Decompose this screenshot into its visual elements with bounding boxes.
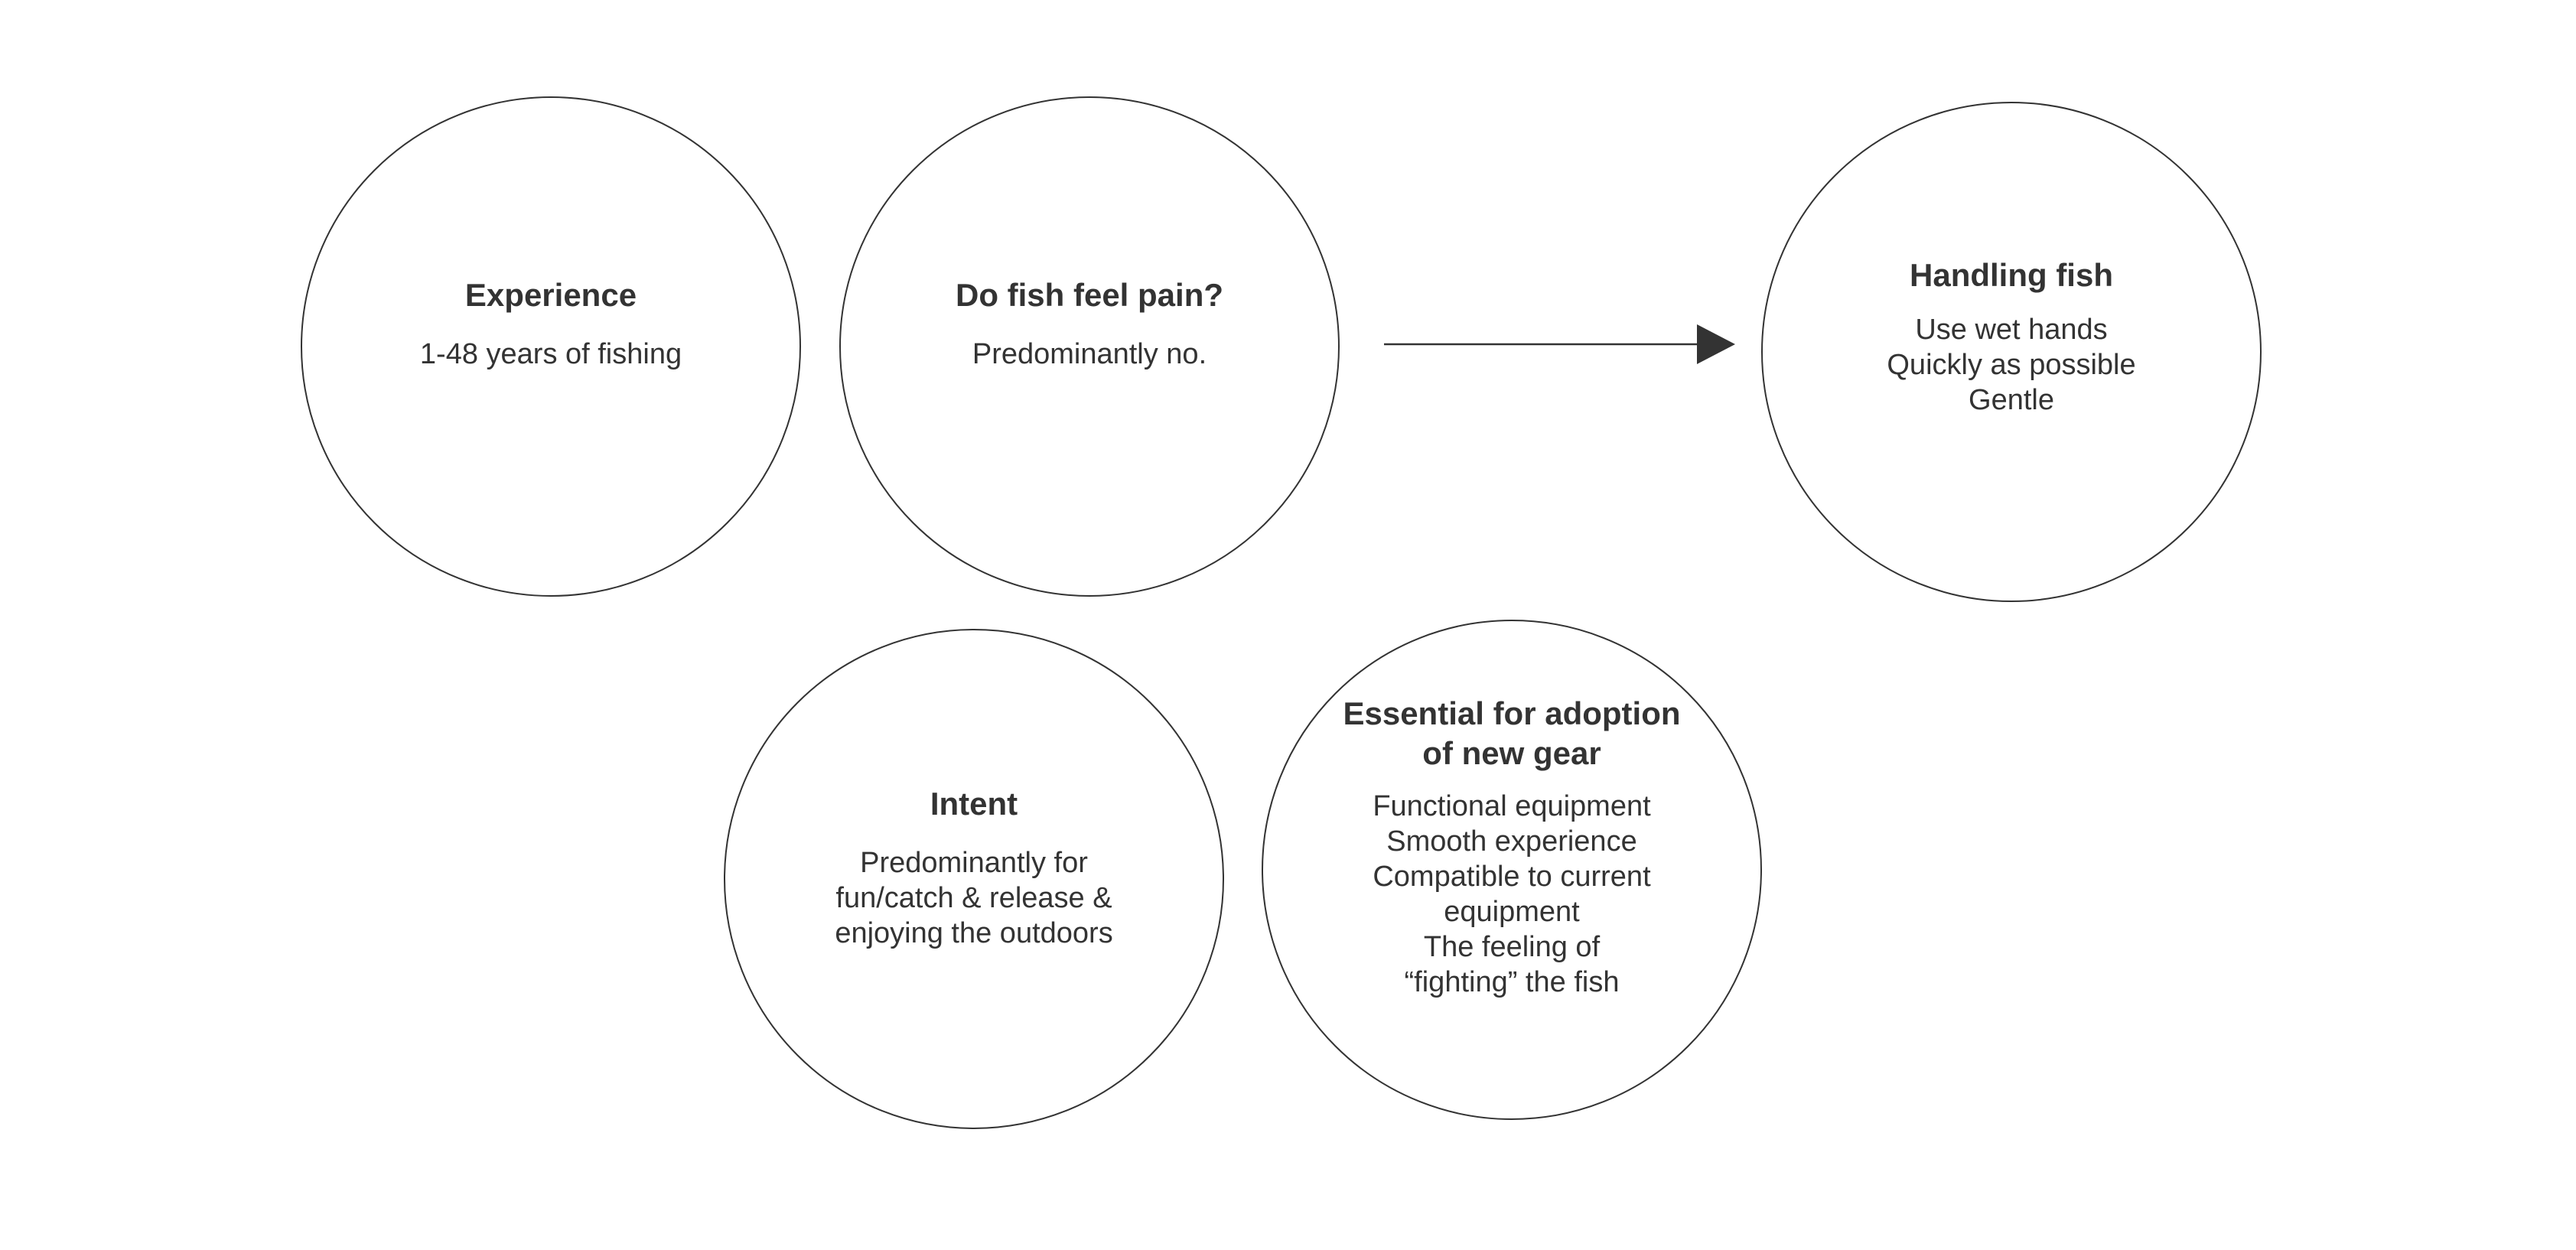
- intent-content: Intent Predominantly for fun/catch & rel…: [835, 784, 1112, 951]
- arrow-head: [1697, 324, 1735, 364]
- handling-fish-body: Use wet hands Quickly as possible Gentle: [1887, 312, 2135, 418]
- intent-body: Predominantly for fun/catch & release & …: [835, 845, 1112, 951]
- essential-gear-node: Essential for adoption of new gear Funct…: [1262, 620, 1762, 1120]
- experience-title: Experience: [464, 277, 637, 313]
- essential-gear-line: “fighting” the fish: [1404, 966, 1620, 998]
- fish-pain-title: Do fish feel pain?: [955, 277, 1224, 313]
- handling-fish-line: Use wet hands: [1915, 314, 2108, 346]
- experience-node: Experience 1-48 years of fishing: [301, 96, 801, 597]
- essential-gear-line: The feeling of: [1423, 931, 1601, 963]
- intent-line: fun/catch & release &: [835, 882, 1112, 914]
- essential-gear-title: Essential for adoption of new gear: [1343, 695, 1681, 771]
- fish-pain-body: Predominantly no.: [956, 337, 1223, 372]
- handling-fish-node: Handling fish Use wet hands Quickly as p…: [1761, 102, 2262, 602]
- experience-content: Experience 1-48 years of fishing: [420, 275, 682, 372]
- handling-fish-line: Gentle: [1969, 384, 2054, 416]
- handling-fish-line: Quickly as possible: [1887, 349, 2136, 381]
- essential-gear-line: Compatible to current: [1373, 861, 1651, 893]
- fish-pain-line: Predominantly no.: [972, 338, 1207, 370]
- fish-pain-node: Do fish feel pain? Predominantly no.: [839, 96, 1340, 597]
- intent-node: Intent Predominantly for fun/catch & rel…: [724, 629, 1224, 1129]
- essential-gear-line: Smooth experience: [1386, 825, 1637, 858]
- essential-gear-body: Functional equipment Smooth experience C…: [1343, 789, 1680, 1000]
- essential-gear-line: equipment: [1444, 896, 1580, 928]
- handling-fish-content: Handling fish Use wet hands Quickly as p…: [1887, 256, 2135, 418]
- handling-fish-title: Handling fish: [1910, 257, 2113, 293]
- fish-pain-content: Do fish feel pain? Predominantly no.: [956, 275, 1223, 372]
- intent-line: Predominantly for: [860, 847, 1088, 879]
- experience-body: 1-48 years of fishing: [420, 337, 682, 372]
- intent-line: enjoying the outdoors: [835, 917, 1113, 949]
- essential-gear-content: Essential for adoption of new gear Funct…: [1343, 694, 1680, 1000]
- intent-title: Intent: [930, 786, 1018, 822]
- arrow-connector: [1384, 324, 1735, 364]
- essential-gear-line: Functional equipment: [1373, 790, 1651, 822]
- experience-line: 1-48 years of fishing: [419, 338, 682, 370]
